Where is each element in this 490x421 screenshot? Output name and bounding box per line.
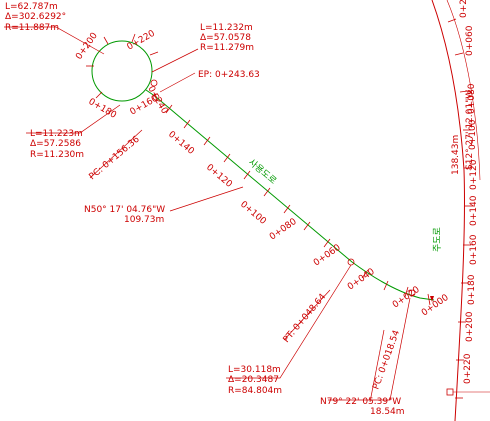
main-station-0+240: 0+240 bbox=[459, 0, 469, 18]
leader-lines bbox=[4, 26, 411, 403]
corner-marker bbox=[446, 388, 454, 396]
side-station-0+100: 0+100 bbox=[238, 200, 268, 227]
arrow-down-marker bbox=[430, 296, 434, 302]
curve-bottom-delta: Δ=20.3487 bbox=[228, 375, 279, 385]
main-road-centerline bbox=[431, 0, 466, 421]
bearing-1-direction: N50° 17' 04.76"W bbox=[84, 205, 165, 215]
curve-loop-length: L=62.787m bbox=[5, 2, 58, 12]
main-road-edge-right bbox=[446, 0, 481, 181]
curve-top-right-delta: Δ=57.0578 bbox=[200, 33, 251, 43]
curve-bottom-length: L=30.118m bbox=[228, 365, 281, 375]
side-road-centerline bbox=[155, 96, 435, 301]
main-station-0+220: 0+220 bbox=[463, 353, 473, 384]
bearing-2-direction: N79° 22' 05.39"W bbox=[320, 397, 401, 407]
main-station-0+140: 0+140 bbox=[469, 195, 479, 226]
side-station-0+140: 0+140 bbox=[166, 130, 196, 157]
main-station-0+180: 0+180 bbox=[467, 274, 477, 305]
pc-top-point bbox=[152, 93, 160, 101]
ep-label: EP: 0+243.63 bbox=[198, 70, 260, 80]
curve-bottom-radius: R=84.804m bbox=[228, 386, 282, 396]
side-station-0+000: 0+000 bbox=[420, 293, 451, 319]
curve-left-length: L=11.223m bbox=[30, 129, 83, 139]
bearing-1-distance: 109.73m bbox=[124, 215, 164, 225]
curve-loop-delta: Δ=302.6292° bbox=[5, 12, 66, 22]
side-station-0+120: 0+120 bbox=[204, 163, 234, 190]
main-station-0+100: 0+100 bbox=[468, 119, 478, 150]
bearing-2-distance: 18.54m bbox=[370, 407, 405, 417]
loop-point bbox=[150, 79, 158, 87]
pc-top-label: PC: 0+156.36 bbox=[88, 134, 142, 182]
side-road-loop bbox=[91, 40, 153, 102]
main-bearing-direction: S12° 27' 12.01"W bbox=[465, 90, 475, 170]
side-road-ticks bbox=[86, 33, 431, 306]
curve-left-delta: Δ=57.2586 bbox=[30, 139, 81, 149]
main-station-0+060: 0+060 bbox=[465, 25, 475, 56]
main-road-label: 주도로 bbox=[432, 227, 443, 252]
pt-bottom-label: PT: 0+048.64 bbox=[282, 292, 329, 345]
side-station-0+220: 0+220 bbox=[126, 29, 158, 53]
main-station-0+160: 0+160 bbox=[469, 234, 479, 265]
curve-top-right-length: L=11.232m bbox=[200, 23, 253, 33]
pc-bottom-point bbox=[408, 289, 416, 297]
side-station-0+080: 0+080 bbox=[268, 217, 299, 243]
side-station-0+200: 0+200 bbox=[74, 31, 100, 62]
main-bearing-distance: 138.43m bbox=[451, 135, 461, 175]
side-station-0+040: 0+040 bbox=[346, 267, 377, 293]
side-road-label: 사용도로 bbox=[246, 157, 278, 187]
curve-loop-radius: R=11.887m bbox=[5, 23, 59, 33]
main-road-ticks bbox=[447, 18, 473, 399]
main-station-0+120: 0+120 bbox=[469, 159, 479, 190]
curve-left-radius: R=11.230m bbox=[30, 150, 84, 160]
curve-top-right-radius: R=11.279m bbox=[200, 43, 254, 53]
pt-bottom-point bbox=[347, 258, 355, 266]
side-road-loop-connector bbox=[145, 89, 157, 98]
main-station-0+200: 0+200 bbox=[465, 311, 475, 342]
side-station-0+060: 0+060 bbox=[312, 243, 343, 269]
main-station-0+080: 0+080 bbox=[467, 83, 477, 114]
